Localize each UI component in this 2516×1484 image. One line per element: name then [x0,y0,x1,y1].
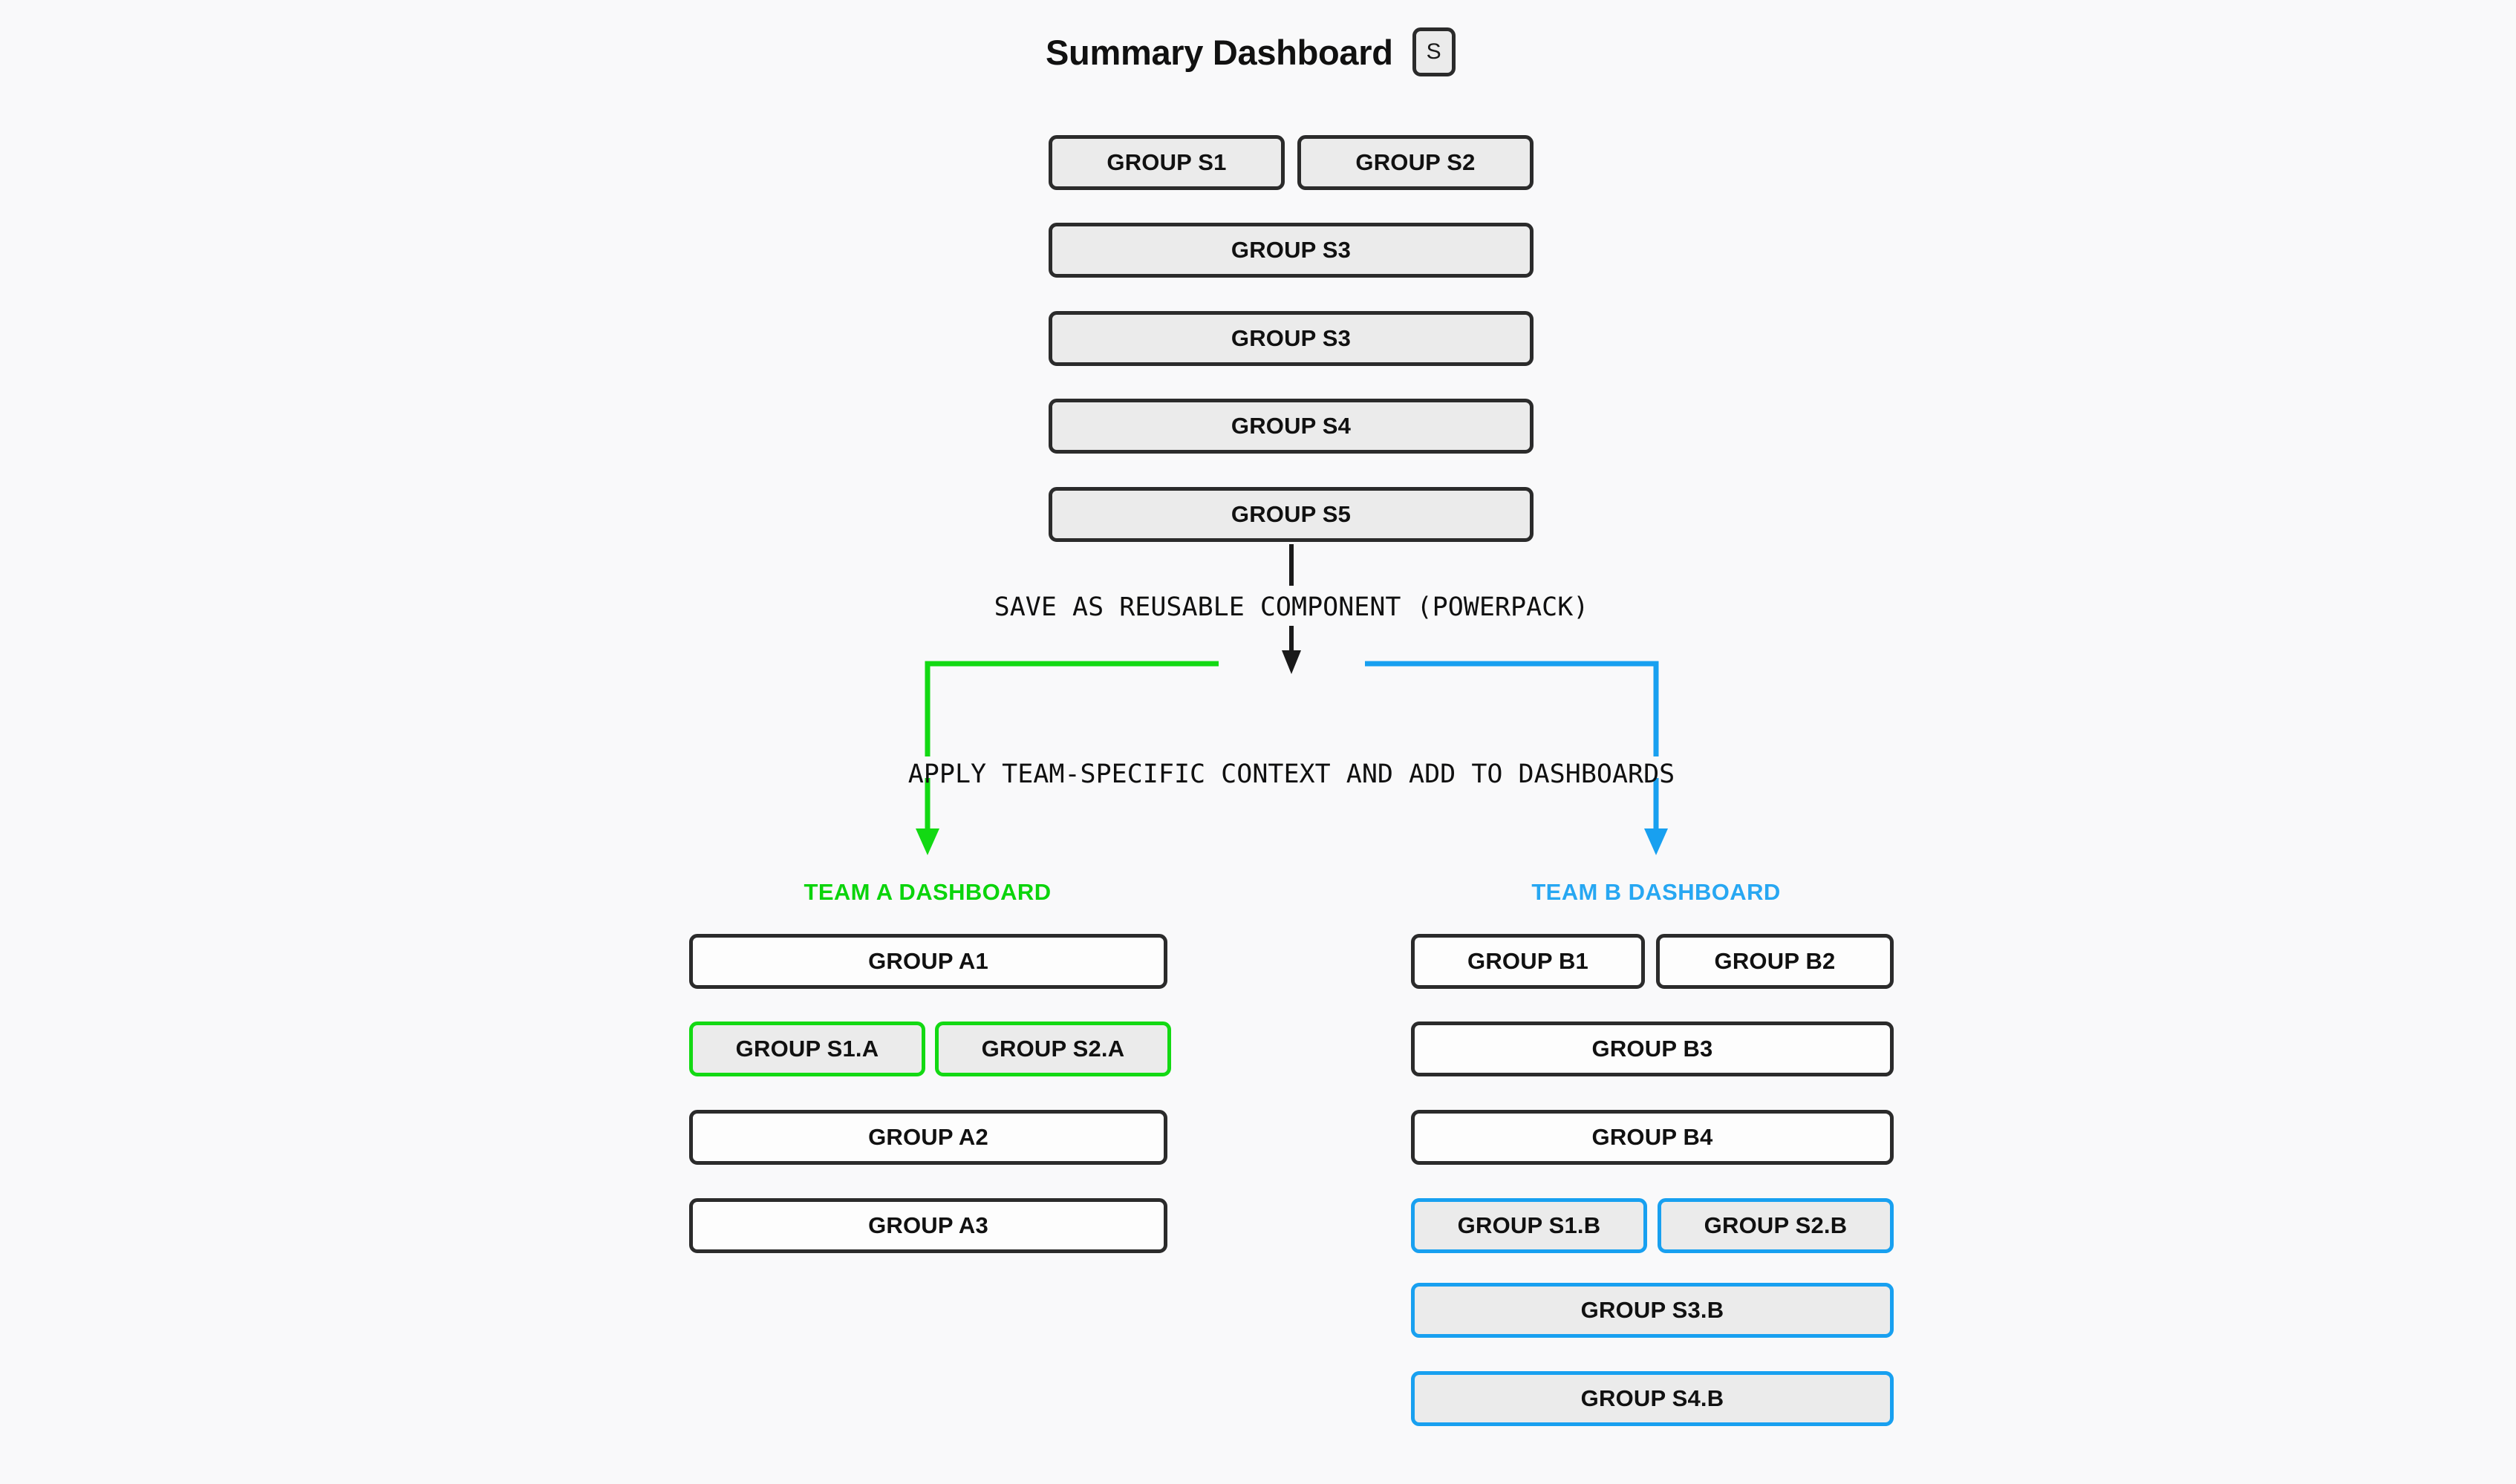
group-box-s1-a[interactable]: GROUP S1.A [689,1022,925,1076]
group-box-s4[interactable]: GROUP S4 [1049,399,1534,454]
summary-badge[interactable]: S [1412,27,1456,76]
group-box-s1[interactable]: GROUP S1 [1049,135,1285,190]
page-title: Summary Dashboard [1046,32,1393,72]
group-box-s2[interactable]: GROUP S2 [1297,135,1534,190]
group-box-a1[interactable]: GROUP A1 [689,934,1167,989]
group-box-s3-b[interactable]: GROUP S3 [1049,311,1534,366]
group-box-s2-b[interactable]: GROUP S2.B [1658,1198,1894,1253]
group-box-b3[interactable]: GROUP B3 [1411,1022,1894,1076]
group-box-s1-b[interactable]: GROUP S1.B [1411,1198,1647,1253]
group-box-b2[interactable]: GROUP B2 [1656,934,1894,989]
flow-label-save-as-powerpack: SAVE AS REUSABLE COMPONENT (POWERPACK) [994,592,1589,622]
team-a-dashboard-title: TEAM A DASHBOARD [804,879,1052,905]
group-box-a2[interactable]: GROUP A2 [689,1110,1167,1165]
group-box-s2-a[interactable]: GROUP S2.A [935,1022,1171,1076]
team-b-dashboard-title: TEAM B DASHBOARD [1531,879,1781,905]
group-box-s5[interactable]: GROUP S5 [1049,487,1534,542]
group-box-s3-b[interactable]: GROUP S3.B [1411,1283,1894,1338]
group-box-s4-b[interactable]: GROUP S4.B [1411,1371,1894,1426]
flow-label-apply-team-context: APPLY TEAM-SPECIFIC CONTEXT AND ADD TO D… [907,759,1675,789]
group-box-s3-a[interactable]: GROUP S3 [1049,223,1534,278]
group-box-a3[interactable]: GROUP A3 [689,1198,1167,1253]
group-box-b1[interactable]: GROUP B1 [1411,934,1645,989]
group-box-b4[interactable]: GROUP B4 [1411,1110,1894,1165]
page-header: Summary Dashboard S [1046,25,1456,79]
